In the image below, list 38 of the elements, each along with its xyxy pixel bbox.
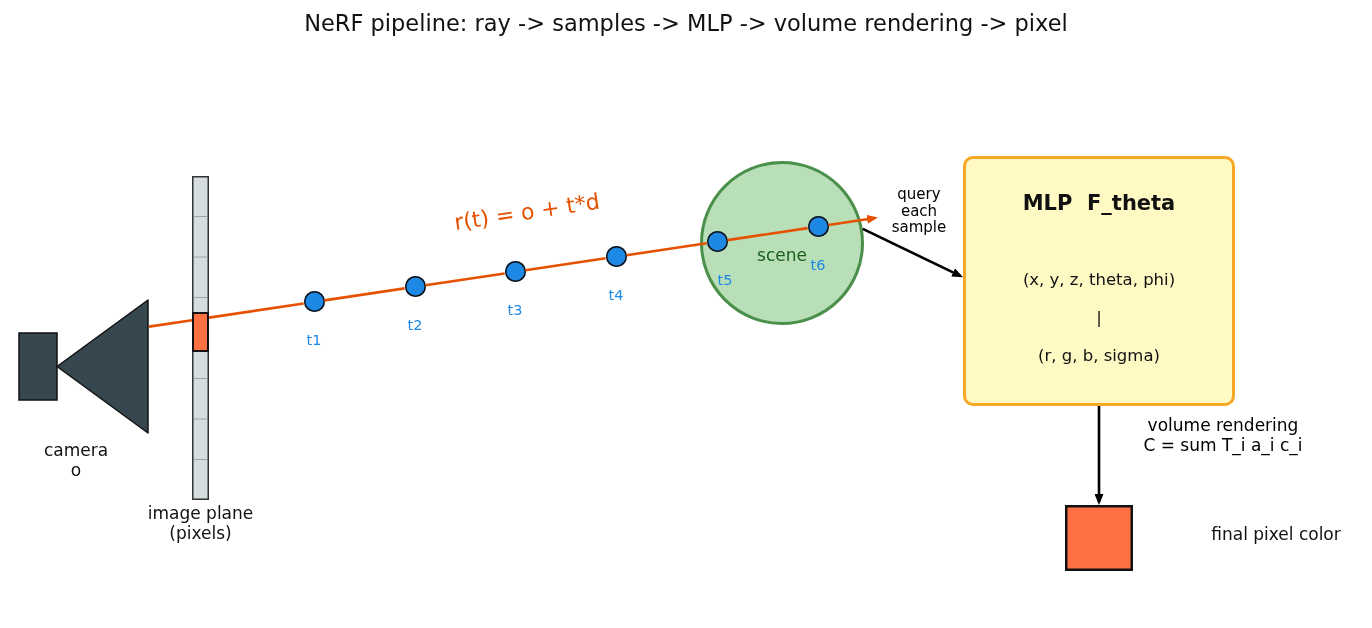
arrow [1094, 406, 1104, 505]
sample-label: t3 [507, 302, 523, 320]
sample-point [303, 291, 325, 313]
ray-line [324, 287, 405, 302]
camera-drawing [18, 299, 149, 435]
mlp-panel [963, 156, 1235, 406]
sample-point [605, 246, 627, 268]
edge-label: volume rendering C = sum T_i a_i c_i [1142, 415, 1304, 456]
image-plane-strip [192, 176, 209, 500]
scene-circle [700, 161, 864, 325]
ray-line [525, 257, 606, 272]
ray-line [425, 272, 505, 287]
sample-label: t1 [306, 332, 322, 350]
ray-line [208, 302, 304, 319]
arrow [828, 214, 878, 227]
camera-caption: camera o [42, 441, 110, 481]
edge-label: r(t) = o + t*d [452, 188, 602, 236]
highlighted-pixel [192, 312, 209, 352]
output-pixel [1065, 505, 1133, 571]
separator-text: | [1096, 308, 1102, 328]
sample-label: t4 [608, 287, 624, 304]
scene-label: scene [757, 246, 807, 266]
ray-line [626, 241, 707, 257]
diagram-title: NeRF pipeline: ray -> samples -> MLP -> volume rendering -> pixel [304, 11, 1068, 37]
ray-line [148, 318, 193, 328]
image-plane-caption: image plane (pixels) [146, 504, 255, 544]
sample-label: t2 [407, 317, 423, 334]
edge-label: query each sample [890, 186, 948, 236]
sample-label: t6 [810, 257, 826, 274]
output-tuple-text: (r, g, b, sigma) [1038, 346, 1160, 366]
model-title: MLP F_theta [1022, 190, 1176, 216]
sample-point [404, 276, 426, 298]
ray-line [727, 226, 808, 242]
output-caption: final pixel color [1211, 525, 1341, 545]
sample-label: t5 [717, 272, 733, 289]
arrow [862, 227, 963, 278]
sample-point [504, 261, 526, 283]
input-tuple-text: (x, y, z, theta, phi) [1022, 270, 1176, 290]
